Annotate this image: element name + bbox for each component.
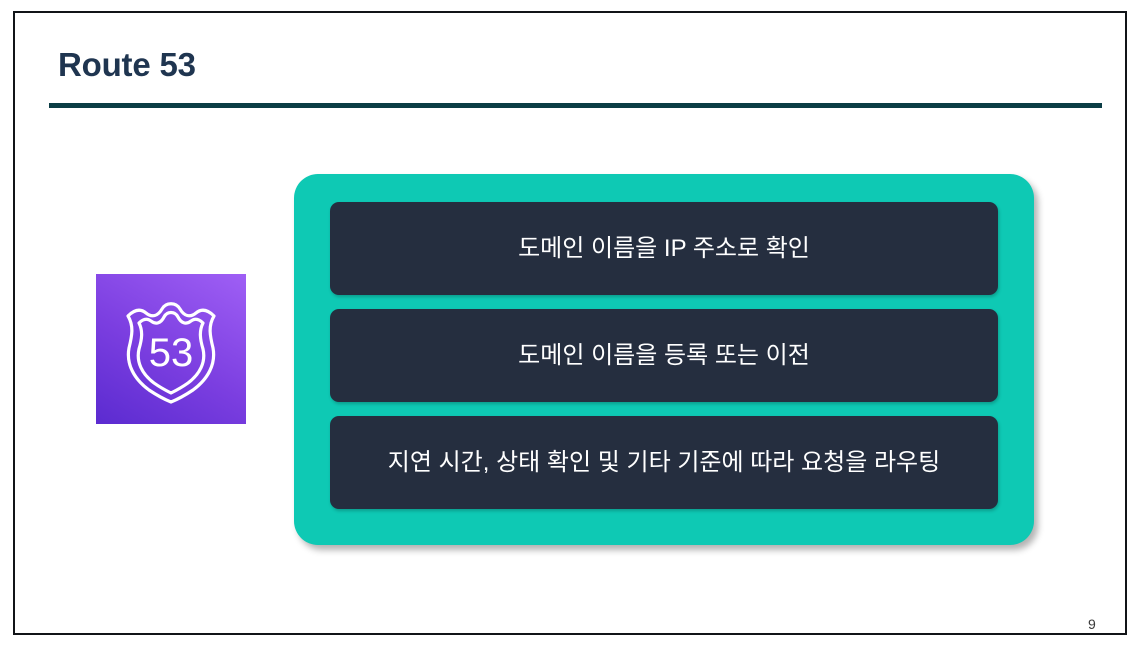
feature-box-3-label: 지연 시간, 상태 확인 및 기타 기준에 따라 요청을 라우팅	[387, 448, 941, 476]
svg-text:53: 53	[149, 331, 194, 375]
feature-box-2: 도메인 이름을 등록 또는 이전	[330, 309, 998, 402]
page-number: 9	[1088, 616, 1096, 632]
feature-box-1: 도메인 이름을 IP 주소로 확인	[330, 202, 998, 295]
feature-box-3: 지연 시간, 상태 확인 및 기타 기준에 따라 요청을 라우팅	[330, 416, 998, 509]
feature-box-2-label: 도메인 이름을 등록 또는 이전	[518, 341, 810, 369]
slide-canvas: Route 53 53 도메인 이름을 IP 주소로 확인 도메인 이름을 등록…	[13, 11, 1127, 635]
features-panel: 도메인 이름을 IP 주소로 확인 도메인 이름을 등록 또는 이전 지연 시간…	[294, 174, 1034, 545]
feature-box-1-label: 도메인 이름을 IP 주소로 확인	[518, 234, 810, 262]
aws-route53-shield-icon: 53	[96, 274, 246, 424]
page-title: Route 53	[58, 46, 196, 83]
title-underline-rule	[49, 103, 1102, 108]
